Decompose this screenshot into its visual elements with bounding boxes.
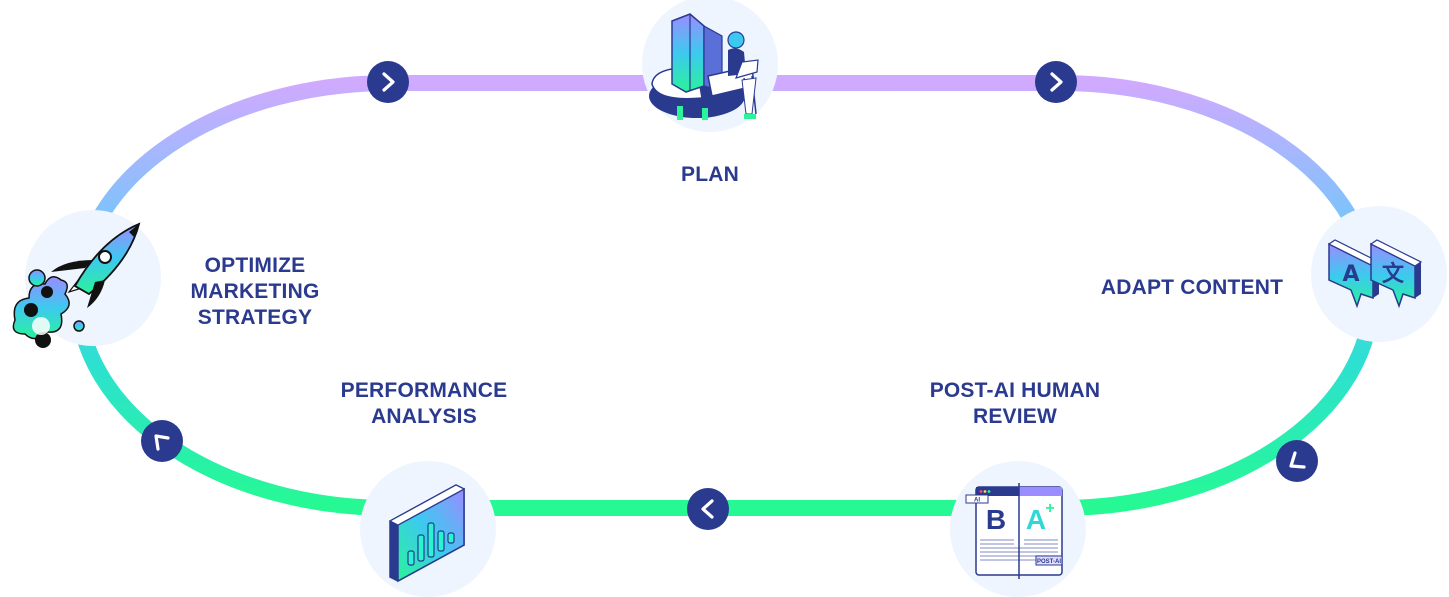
next-arrow-bottom[interactable]	[687, 488, 729, 530]
grade-plus: +	[1045, 500, 1054, 517]
step-label-adapt-content: ADAPT CONTENT	[1100, 276, 1284, 299]
grade-before: B	[986, 504, 1006, 535]
next-arrow-right-curve[interactable]	[1276, 440, 1318, 482]
post-ai-tag: POST-AI	[1037, 559, 1061, 565]
grade-after: A	[1026, 504, 1046, 535]
next-arrow-left-curve[interactable]	[141, 420, 183, 462]
next-arrow-top-left[interactable]	[367, 61, 409, 103]
adapt-icon-foreign: 文	[1382, 261, 1405, 287]
ai-vs-post-ai-document-icon: AI B A + POST-AI	[965, 483, 1063, 579]
bar-chart-panel-icon	[388, 484, 466, 583]
step-label-post-ai-review: POST-AI HUMAN REVIEW	[929, 379, 1101, 428]
step-node-performance-analysis	[360, 461, 496, 597]
step-node-plan	[642, 0, 778, 132]
chevron-down-left-icon	[1289, 451, 1306, 469]
step-node-adapt-content: A 文	[1311, 206, 1447, 342]
step-node-optimize-strategy	[12, 210, 161, 348]
step-label-performance-analysis: PERFORMANCE ANALYSIS	[340, 379, 508, 428]
chevron-right-icon	[382, 72, 395, 92]
step-label-optimize-strategy: OPTIMIZE MARKETING STRATEGY	[190, 254, 320, 329]
step-node-post-ai-review: AI B A + POST-AI	[950, 461, 1086, 597]
chevron-right-icon	[1050, 72, 1063, 92]
rocket-launch-icon	[12, 222, 141, 348]
ai-tag: AI	[974, 498, 980, 504]
chevron-up-left-icon	[154, 434, 170, 451]
translation-speech-bubbles-icon: A 文	[1327, 239, 1423, 309]
chevron-left-icon	[701, 499, 714, 519]
analyst-with-laptop-on-pie-chart-icon	[649, 13, 759, 120]
next-arrow-top-right[interactable]	[1035, 61, 1077, 103]
step-label-plan: PLAN	[681, 163, 739, 186]
adapt-icon-latin: A	[1342, 262, 1359, 287]
